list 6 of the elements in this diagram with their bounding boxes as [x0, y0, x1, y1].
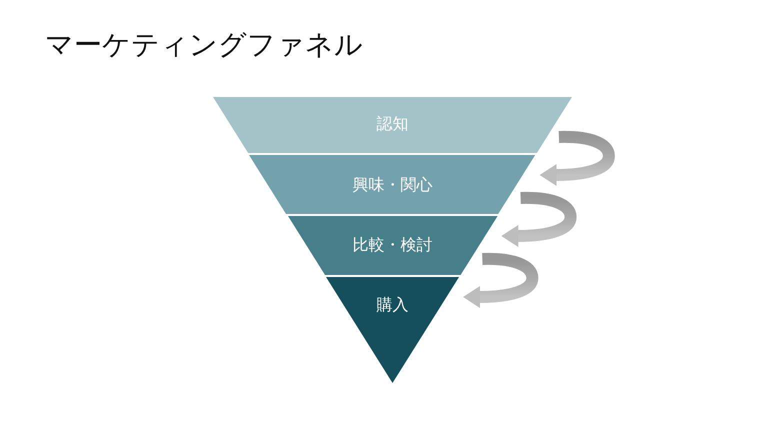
stage-label: 認知 — [376, 114, 408, 134]
diagram-title: マーケティングファネル — [45, 28, 363, 62]
stage-label: 購入 — [376, 295, 408, 315]
curved-arrow — [540, 130, 615, 186]
stage-label: 興味・関心 — [352, 175, 432, 195]
stage-label: 比較・検討 — [352, 235, 432, 255]
